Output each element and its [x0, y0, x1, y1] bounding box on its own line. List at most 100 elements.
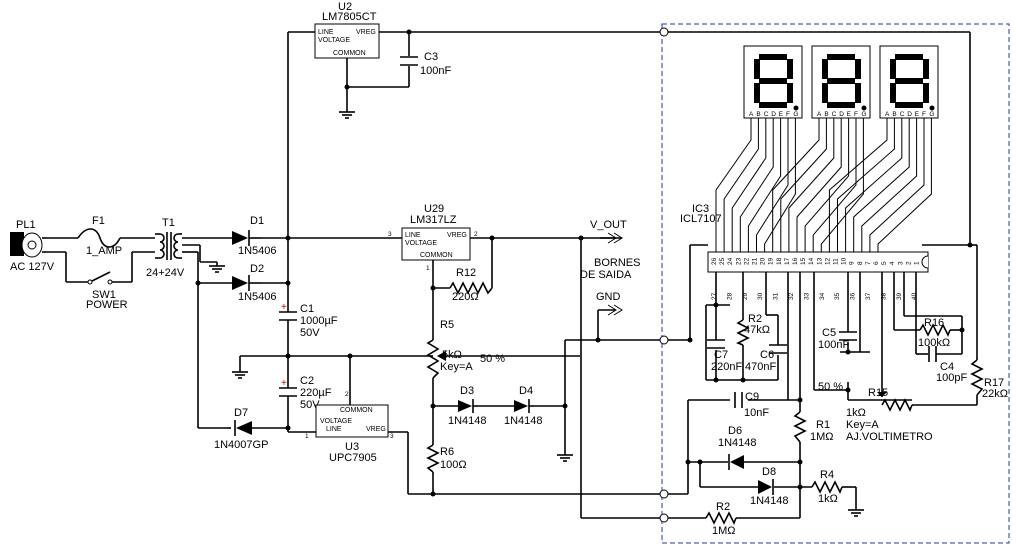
terminals[interactable]	[659, 27, 669, 523]
c3-value: 100nF	[420, 65, 451, 77]
ic-pin-label: 33	[803, 292, 810, 300]
ic-pin-label: 37	[865, 292, 872, 300]
potentiometer-r5[interactable]	[426, 339, 446, 379]
pl1-ref: PL1	[16, 219, 36, 231]
net-gnd: GND	[596, 291, 621, 303]
f1-value: 1_AMP	[86, 245, 122, 257]
segment-pin-label: E	[847, 111, 852, 118]
potentiometer-r15[interactable]	[877, 392, 913, 412]
fuse-f1	[77, 228, 121, 248]
ic-pin-label: 21	[752, 257, 759, 265]
segment-pin-label: A	[885, 111, 890, 118]
segment-pin-label: A	[749, 111, 754, 118]
r5-key: Key=A	[440, 361, 473, 373]
r16-ref: R16	[924, 317, 944, 329]
d7-ref: D7	[234, 407, 248, 419]
d6-value: 1N4148	[718, 437, 757, 449]
u29-vreg: VREG	[447, 232, 467, 239]
regulator-u2	[314, 23, 380, 59]
ic-pin-label: 34	[819, 292, 826, 300]
c4-value: 100pF	[936, 372, 967, 384]
switch-sw1[interactable]	[87, 271, 113, 285]
r2b-value: 1MΩ	[712, 525, 736, 537]
d4-value: 1N4148	[504, 415, 543, 427]
d1-value: 1N5406	[238, 245, 277, 257]
segment-pin-label: B	[824, 111, 828, 118]
segment-pin-label: C	[764, 111, 769, 118]
r15-key: Key=A	[846, 419, 879, 431]
segment-pin-label: C	[832, 111, 837, 118]
saida-label: DE SAIDA	[580, 269, 632, 281]
segment-pin-label: B	[892, 111, 896, 118]
d6-ref: D6	[728, 425, 742, 437]
d4-ref: D4	[519, 385, 533, 397]
ic-pin-label: 2	[905, 261, 912, 265]
segment-pin-label: C	[900, 111, 905, 118]
display-bus	[715, 124, 932, 252]
f1-ref: F1	[92, 215, 105, 227]
segment-pin-label: G	[861, 111, 866, 118]
u3-pin3: 3	[390, 433, 394, 440]
c1-voltage: 50V	[300, 327, 320, 339]
d7-value: 1N4007GP	[214, 439, 268, 451]
ic3-ref: IC3	[692, 203, 709, 215]
net-vout: V_OUT	[590, 219, 627, 231]
capacitor-c7	[707, 339, 725, 349]
u29-pin1: 1	[426, 265, 430, 272]
junctions	[195, 29, 973, 497]
ic-pin-label: 24	[727, 257, 734, 265]
net-arrow	[607, 304, 623, 316]
r2a-ref: R2	[748, 313, 762, 325]
r6-value: 100Ω	[440, 459, 467, 471]
r1-ref: R1	[816, 419, 830, 431]
ground-symbol	[232, 371, 248, 379]
u29-pin3: 3	[388, 231, 392, 238]
ic-pin-label: 7	[865, 261, 872, 265]
u2-value: LM7805CT	[322, 11, 377, 23]
u29-ref: U29	[424, 203, 444, 215]
segment-pin-label: E	[915, 111, 920, 118]
r2a-value: 47kΩ	[744, 324, 770, 336]
ic-pin-label: 20	[760, 257, 767, 265]
ic-pin-label: 39	[896, 292, 903, 300]
ic-pin-label: 29	[742, 292, 749, 300]
ic-pin-label: 4	[889, 261, 896, 265]
resistor-r12	[449, 281, 493, 295]
u2-vreg: VREG	[356, 29, 376, 36]
u29-pin2: 2	[474, 231, 478, 238]
r15-percent: 50 %	[818, 381, 843, 393]
c2-voltage: 50V	[300, 399, 320, 411]
c7-value: 220nF	[711, 361, 742, 373]
ic-pin-label: 38	[880, 292, 887, 300]
r17-value: 22kΩ	[982, 388, 1008, 400]
r5-percent: 50 %	[480, 353, 505, 365]
resistor-r16	[919, 323, 951, 337]
segment-pin-label: E	[779, 111, 784, 118]
segment-pin-label: G	[929, 111, 934, 118]
ic-pin-label: 19	[768, 257, 775, 265]
ic-pin-label: 13	[816, 257, 823, 265]
r4-ref: R4	[820, 469, 834, 481]
r6-ref: R6	[440, 446, 454, 458]
ic-pin-label: 35	[834, 292, 841, 300]
svg-text:+: +	[281, 302, 287, 313]
segment-pin-label: G	[793, 111, 798, 118]
ic-pin-label: 10	[841, 257, 848, 265]
svg-text:+: +	[281, 378, 287, 389]
resistor-r1	[793, 411, 807, 443]
diode-d1	[232, 230, 262, 246]
capacitor-c4	[928, 346, 937, 362]
ic-pin-label: 17	[784, 257, 791, 265]
u3-pin2: 2	[345, 391, 349, 398]
ic-pin-label: 28	[726, 292, 733, 300]
t1-value: 24+24V	[146, 267, 185, 279]
capacitor-c5	[839, 331, 857, 341]
diode-d8	[758, 479, 774, 495]
ic-pin-label: 40	[911, 292, 918, 300]
r12-ref: R12	[456, 267, 476, 279]
u2-voltage: VOLTAGE	[318, 37, 350, 44]
d8-ref: D8	[762, 466, 776, 478]
